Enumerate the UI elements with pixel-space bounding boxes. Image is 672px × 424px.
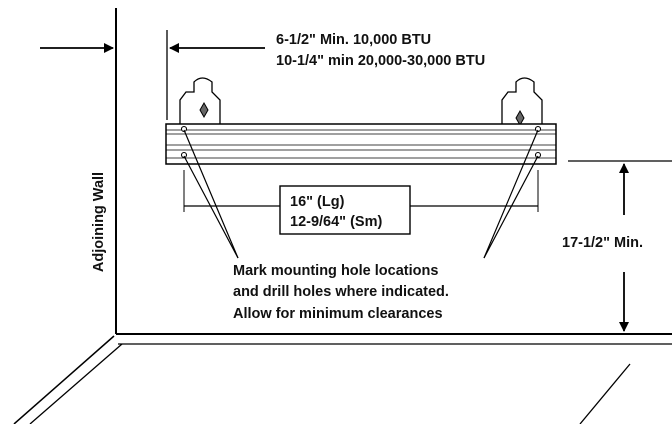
floor-left-edge-outer — [13, 335, 115, 424]
left-hook-tab — [179, 77, 221, 127]
instruction-line1: Mark mounting hole locations — [233, 263, 438, 279]
adjoining-wall-label: Adjoining Wall — [91, 172, 107, 272]
hole-spacing-large: 16" (Lg) — [290, 194, 345, 210]
mounting-hole — [534, 151, 542, 159]
instruction-line3: Allow for minimum clearances — [233, 306, 443, 322]
room-outline — [13, 8, 672, 424]
floor-clearance-label: 17-1/2" Min. — [562, 235, 643, 251]
floor-left-edge-inner — [29, 343, 123, 424]
hole-spacing-small: 12-9/64" (Sm) — [290, 214, 382, 230]
mounting-bracket — [165, 77, 557, 165]
mounting-hole — [180, 151, 188, 159]
side-clearance-dimension: 6-1/2" Min. 10,000 BTU 10-1/4" min 20,00… — [40, 30, 485, 120]
bracket-rail — [165, 123, 557, 165]
right-hook-tab — [501, 77, 543, 127]
floor-right-edge — [579, 363, 631, 424]
hole-spacing-box — [279, 185, 411, 235]
leader-lines — [183, 129, 539, 259]
floor-clearance-dimension: 17-1/2" Min. — [562, 160, 672, 332]
side-clearance-line2: 10-1/4" min 20,000-30,000 BTU — [276, 53, 485, 69]
hole-spacing-dimension: 16" (Lg) 12-9/64" (Sm) — [183, 170, 539, 235]
instructions: Mark mounting hole locations and drill h… — [233, 263, 449, 322]
instruction-line2: and drill holes where indicated. — [233, 284, 449, 300]
side-clearance-line1: 6-1/2" Min. 10,000 BTU — [276, 32, 431, 48]
